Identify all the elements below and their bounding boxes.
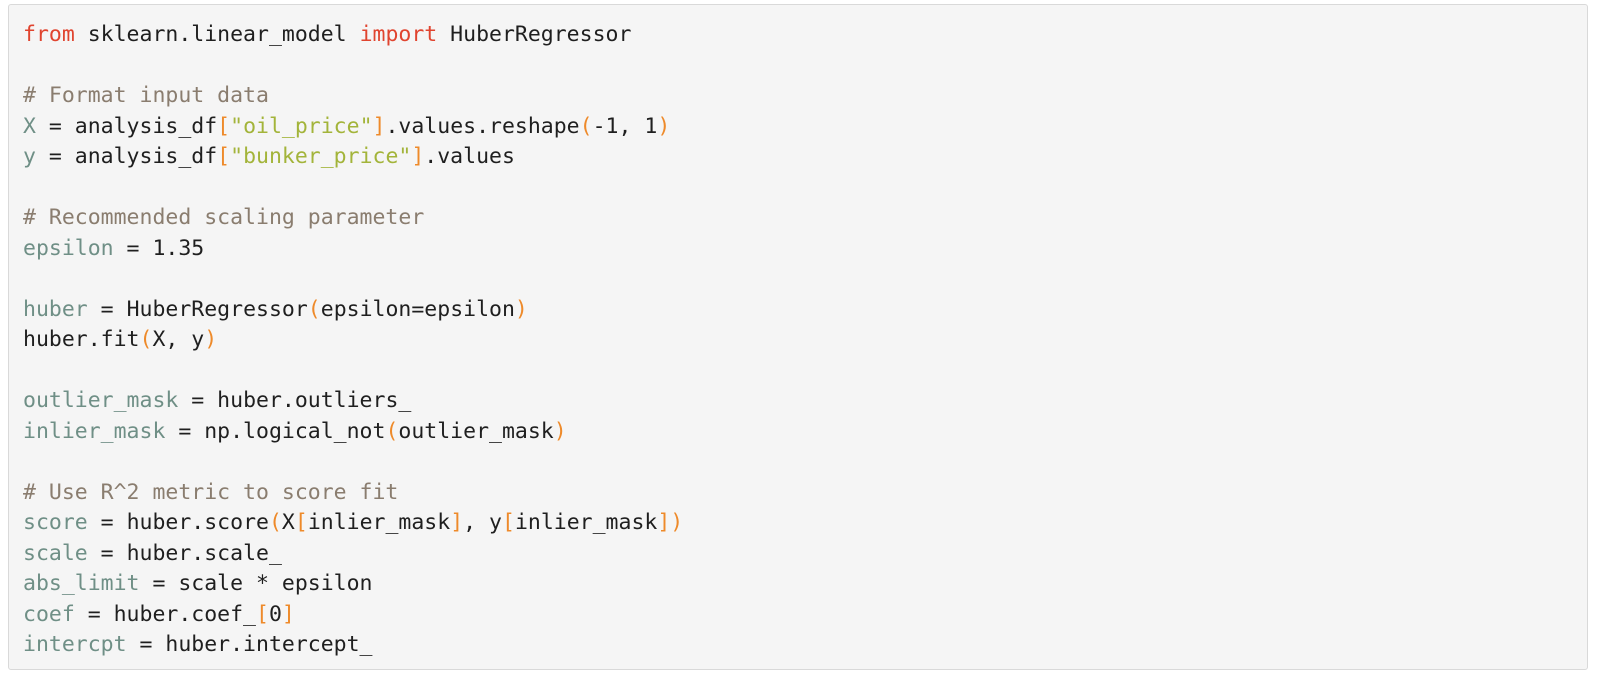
code-token: = huber.scale_ [87, 540, 282, 566]
code-token: .values [424, 144, 515, 169]
code-token: epsilon=epsilon [320, 296, 515, 322]
code-token: .values.reshape [385, 113, 580, 139]
code-token: huber [23, 296, 88, 322]
code-token: 0 [268, 601, 282, 627]
code-line: scale = huber.scale_ [23, 539, 1573, 570]
code-token: "oil_price" [230, 113, 373, 139]
code-token: ( [139, 327, 153, 352]
code-token: outlier_mask [23, 388, 179, 413]
code-token: = analysis_df [35, 144, 218, 169]
code-token: X [23, 113, 36, 139]
code-line: epsilon = 1.35 [23, 234, 1573, 265]
code-token: , y [463, 510, 502, 535]
code-token: HuberRegressor [437, 22, 632, 47]
code-token: ( [579, 113, 593, 139]
code-token: scale [23, 540, 88, 566]
code-token: = np.logical_not [165, 418, 386, 444]
code-token: -1, 1 [592, 113, 658, 139]
code-line: intercpt = huber.intercept_ [23, 630, 1573, 661]
code-line: # Use R^2 metric to score fit [23, 478, 1573, 509]
code-token: = 1.35 [113, 235, 205, 261]
code-token: score [23, 510, 88, 535]
code-token: "bunker_price" [230, 144, 412, 169]
code-token: # Format input data [23, 83, 269, 108]
code-token: = huber.outliers_ [178, 388, 412, 413]
code-token: sklearn.linear_model [74, 22, 360, 47]
code-token: X, y [152, 327, 205, 352]
code-token: [ [256, 601, 269, 627]
code-line: huber = HuberRegressor(epsilon=epsilon) [23, 295, 1573, 326]
code-line: from sklearn.linear_model import HuberRe… [23, 20, 1573, 51]
code-token: outlier_mask [398, 418, 554, 444]
code-token: ] [372, 113, 386, 139]
code-line: X = analysis_df["oil_price"].values.resh… [23, 112, 1573, 143]
code-token: ( [385, 418, 399, 444]
code-token: coef [23, 601, 75, 627]
code-line [23, 264, 1573, 295]
code-line: inlier_mask = np.logical_not(outlier_mas… [23, 417, 1573, 448]
code-token: inlier_mask [23, 418, 166, 444]
code-token: ] [657, 510, 671, 535]
code-token: ) [553, 418, 567, 444]
code-token: [ [217, 144, 231, 169]
code-token: abs_limit [23, 571, 140, 596]
code-token: import [359, 22, 438, 47]
code-token: ) [657, 113, 671, 139]
code-token: = huber.coef_ [74, 601, 256, 627]
code-token: ) [514, 296, 528, 322]
code-token: epsilon [23, 235, 114, 261]
code-line: abs_limit = scale * epsilon [23, 569, 1573, 600]
code-token: [ [502, 510, 515, 535]
code-token: ] [281, 601, 295, 627]
code-token: = HuberRegressor [87, 296, 308, 322]
code-token: X [281, 510, 295, 535]
code-token: = scale * epsilon [139, 571, 373, 596]
code-token: huber.fit [23, 327, 140, 352]
code-token: = huber.score [87, 510, 269, 535]
code-line [23, 447, 1573, 478]
code-block: from sklearn.linear_model import HuberRe… [23, 20, 1573, 661]
code-line [23, 173, 1573, 204]
code-token: ) [670, 510, 684, 535]
code-token: [ [294, 510, 308, 535]
code-token: ] [411, 144, 425, 169]
code-token: inlier_mask [514, 510, 658, 535]
code-line: coef = huber.coef_[0] [23, 600, 1573, 631]
code-token: ) [204, 327, 218, 352]
code-token: = analysis_df [35, 113, 218, 139]
code-token: ( [307, 296, 321, 322]
code-line: # Recommended scaling parameter [23, 203, 1573, 234]
code-token: = huber.intercept_ [126, 632, 373, 657]
code-token: # Recommended scaling parameter [23, 205, 425, 230]
code-line: outlier_mask = huber.outliers_ [23, 386, 1573, 417]
code-cell[interactable]: from sklearn.linear_model import HuberRe… [8, 4, 1588, 670]
code-line [23, 51, 1573, 82]
code-token: from [23, 22, 75, 47]
code-token: y [23, 144, 36, 169]
code-line: y = analysis_df["bunker_price"].values [23, 142, 1573, 173]
code-token: intercpt [23, 632, 127, 657]
code-line: score = huber.score(X[inlier_mask], y[in… [23, 508, 1573, 539]
code-line: huber.fit(X, y) [23, 325, 1573, 356]
code-line [23, 356, 1573, 387]
code-token: ( [268, 510, 282, 535]
code-line: # Format input data [23, 81, 1573, 112]
code-token: # Use R^2 metric to score fit [23, 479, 399, 505]
code-token: [ [217, 113, 231, 139]
code-token: inlier_mask [307, 510, 451, 535]
code-token: ] [450, 510, 464, 535]
